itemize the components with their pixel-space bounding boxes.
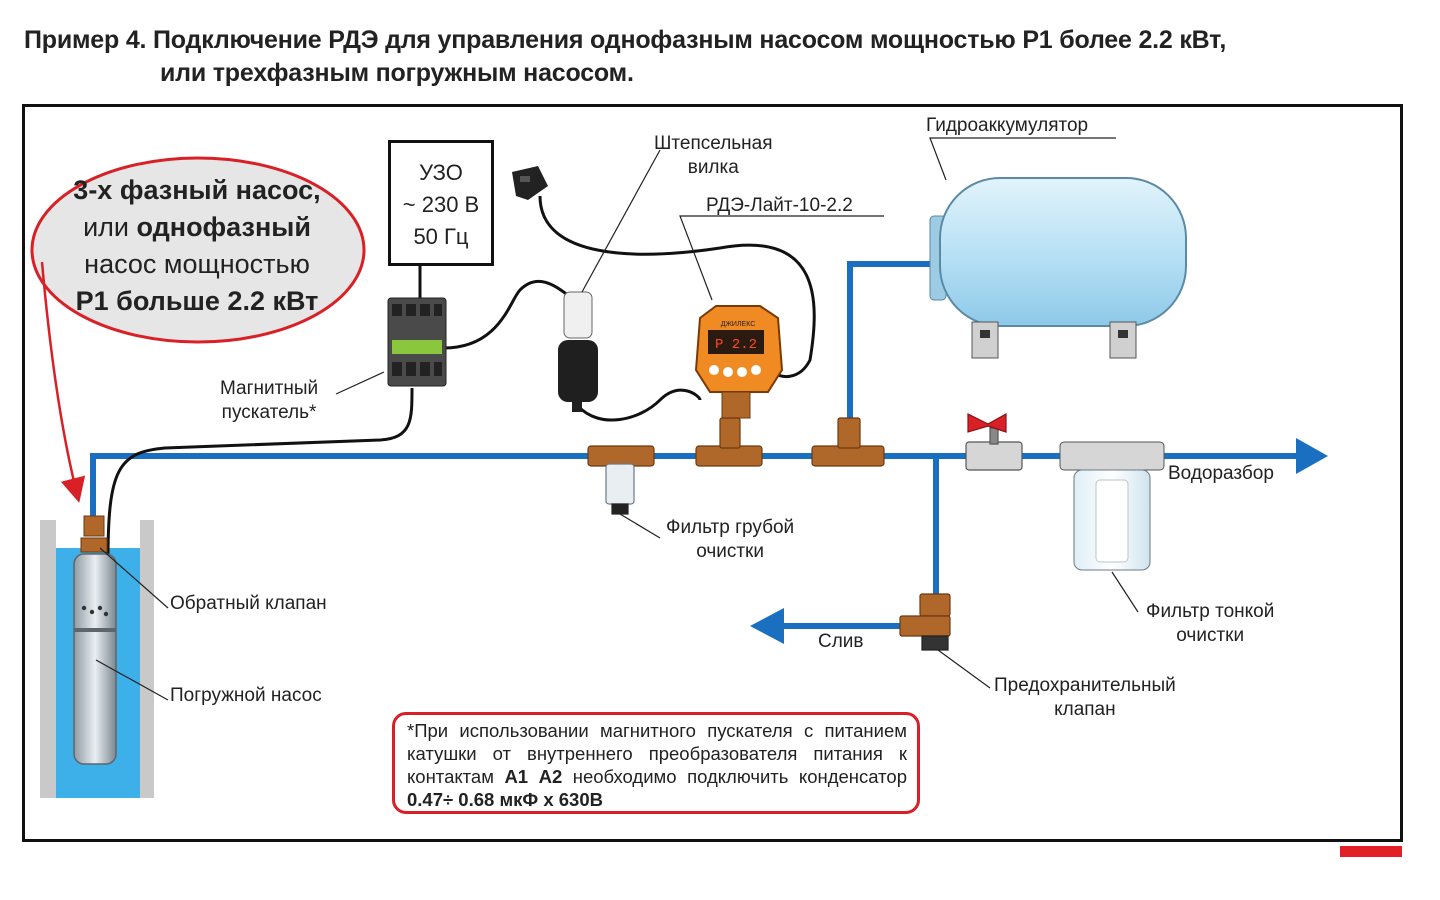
pump-type-callout: 3-х фазный насос, или однофазный насос м…	[32, 158, 362, 344]
outlet-arrow	[1296, 438, 1328, 474]
fine-filter-label-line-1: Фильтр тонкой	[1146, 601, 1275, 622]
red-accent-bar	[1340, 846, 1402, 857]
bubble-line-3: насос мощностью	[84, 249, 310, 279]
plug-label: Штепсельная вилка	[654, 132, 773, 180]
plug-label-line-1: Штепсельная	[654, 133, 773, 154]
safety-valve-label-line-2: клапан	[1054, 699, 1116, 720]
starter-leader	[335, 371, 385, 395]
coarse-filter-leader	[619, 513, 661, 539]
coarse-filter-label-line-2: очистки	[696, 541, 764, 562]
submersible-pump	[73, 515, 117, 765]
bubble-line-1: 3-х фазный насос,	[73, 175, 321, 205]
fine-filter-label-line-2: очистки	[1176, 625, 1245, 646]
footnote: *При использовании магнитного пускателя …	[392, 712, 920, 814]
starter-to-socket-wire	[443, 279, 573, 350]
plug-to-rde-wire	[538, 195, 816, 379]
check-valve-leader	[99, 547, 169, 609]
footnote-capacitor: 0.47÷ 0.68 мкФ х 630В	[407, 789, 603, 810]
socket-plug	[558, 291, 598, 412]
title-line-1: Пример 4. Подключение РДЭ для управления…	[24, 26, 1227, 54]
page-title: Пример 4. Подключение РДЭ для управления…	[24, 24, 1226, 90]
socket-to-rde-wire	[576, 388, 702, 422]
coarse-filter-label: Фильтр грубой очистки	[666, 516, 794, 564]
magnetic-starter	[387, 297, 447, 387]
water-outlet-label: Водоразбор	[1168, 463, 1274, 484]
accumulator-label: Гидроаккумулятор	[926, 115, 1089, 136]
fine-filter-leader	[1111, 571, 1139, 613]
starter-label-line-1: Магнитный	[220, 378, 319, 399]
pump-label: Погружной насос	[170, 685, 322, 706]
plug-leader	[581, 149, 661, 293]
accumulator	[929, 177, 1187, 359]
accumulator-leader	[929, 137, 1116, 181]
drain-arrow	[750, 608, 784, 644]
pipes	[90, 261, 1300, 629]
safety-valve-label-line-1: Предохранительный	[994, 675, 1176, 696]
uzo-line-3: 50 Гц	[413, 224, 469, 249]
bubble-line-4: Р1 больше 2.2 кВт	[75, 286, 319, 316]
wall-plug	[512, 166, 548, 200]
footnote-text-1: *При использовании магнитного пускателя …	[407, 720, 907, 787]
rde-brand: ДЖИЛЕКС	[721, 321, 756, 328]
starter-label-line-2: пускатель*	[221, 402, 317, 423]
bubble-line-2a: или	[83, 212, 137, 242]
diagram-frame	[22, 104, 1403, 842]
rde-label: РДЭ-Лайт-10-2.2	[706, 195, 853, 216]
rde-display: P 2.2	[715, 337, 757, 353]
fittings	[587, 412, 1023, 651]
uzo-box: УЗО ~ 230 В 50 Гц	[388, 140, 494, 266]
uzo-line-1: УЗО	[419, 160, 463, 185]
plug-label-line-2: вилка	[687, 157, 739, 178]
pump-leader	[95, 659, 169, 701]
safety-valve-label: Предохранительный клапан	[994, 674, 1176, 722]
bubble-arrow	[40, 261, 86, 503]
footnote-text-2: необходимо подключить конденсатор	[562, 766, 907, 787]
fine-filter	[1059, 441, 1165, 571]
footnote-contacts: А1 А2	[504, 766, 563, 787]
title-line-2: или трехфазным погружным насосом.	[160, 59, 634, 87]
bubble-line-2b: однофазный	[136, 212, 311, 242]
bubble-shape	[30, 156, 366, 344]
uzo-line-2: ~ 230 В	[402, 192, 480, 217]
rde-leader	[679, 215, 884, 301]
coarse-filter-label-line-1: Фильтр грубой	[666, 517, 795, 538]
drain-label: Слив	[818, 631, 864, 652]
pump-cable	[106, 387, 414, 561]
starter-label: Магнитный пускатель*	[220, 377, 318, 425]
safety-valve-leader	[937, 649, 991, 689]
fine-filter-label: Фильтр тонкой очистки	[1146, 600, 1274, 648]
check-valve-label: Обратный клапан	[170, 593, 327, 614]
